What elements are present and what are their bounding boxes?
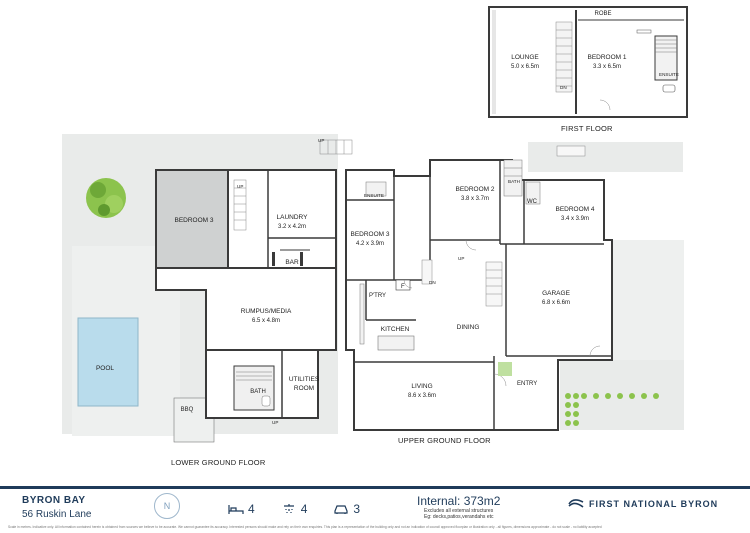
suburb-name: BYRON BAY — [22, 495, 86, 506]
disclaimer: Scale in metres. Indicative only. All in… — [8, 525, 602, 529]
entry-planter — [498, 362, 512, 376]
agency-logo-icon: N — [154, 493, 180, 519]
first-floor: ROBE LOUNGE 5.0 x 6.5m BEDROOM 1 3.3 x 6… — [488, 6, 688, 133]
carspace-count: 3 — [353, 502, 361, 516]
laundry-label: LAUNDRY — [277, 214, 309, 221]
wc-label: WC — [527, 199, 538, 205]
utilities-label: UTILITIES — [289, 376, 320, 383]
bedroom3-lower-label: BEDROOM 3 — [174, 217, 213, 224]
upper-floor-title: UPPER GROUND FLOOR — [398, 436, 491, 445]
bar-label: BAR — [285, 259, 299, 266]
upper-front-paving — [528, 142, 683, 172]
upper-ground-floor: ENSUITE BEDROOM 3 4.2 x 3.9m BEDROOM 2 3… — [345, 142, 684, 445]
first-floor-title: FIRST FLOOR — [561, 124, 613, 133]
bedroom4-size: 3.4 x 3.9m — [561, 216, 589, 222]
rumpus-label: RUMPUS/MEDIA — [241, 308, 292, 315]
garage-size: 6.8 x 6.6m — [542, 300, 570, 306]
bbq-label: BBQ — [181, 407, 194, 413]
bedroom4-label: BEDROOM 4 — [555, 206, 594, 213]
upper-wet-fixtures — [365, 159, 541, 205]
internal-area: Internal: 373m2 — [417, 494, 501, 508]
first-floor-balcony — [492, 10, 496, 114]
living-size: 8.6 x 3.6m — [408, 393, 436, 399]
shower-icon — [283, 504, 294, 513]
upper-dn-label: DN — [429, 280, 436, 285]
upper-stairs — [421, 145, 586, 307]
bedroom3-lower-room — [157, 171, 227, 267]
ensuite-first-label: ENSUITE — [659, 72, 679, 77]
property-stats: 4 4 3 — [228, 501, 382, 517]
rumpus-size: 6.5 x 4.8m — [252, 318, 280, 324]
area-exclusion-note: Excludes all external structures — [424, 508, 494, 514]
kitchen-bench — [359, 283, 365, 345]
pool — [77, 317, 139, 407]
entry-label: ENTRY — [517, 381, 537, 387]
agency-logo-letter: N — [163, 501, 171, 511]
upper-up-label: UP — [458, 256, 464, 261]
car-icon — [334, 505, 348, 514]
floor-plan: ROBE LOUNGE 5.0 x 6.5m BEDROOM 1 3.3 x 6… — [62, 6, 688, 467]
garden-tree — [86, 178, 126, 218]
kitchen-label: KITCHEN — [381, 326, 410, 333]
fridge-label: F — [401, 284, 405, 290]
lower-up-label-2: UP — [318, 138, 324, 143]
bedroom1-label: BEDROOM 1 — [587, 54, 626, 61]
street-address: 56 Ruskin Lane — [22, 509, 92, 520]
bedroom1-size: 3.3 x 6.5m — [593, 64, 621, 70]
bed-icon — [228, 505, 244, 514]
bedroom2-size: 3.8 x 3.7m — [461, 196, 489, 202]
bedroom3-upper-label: BEDROOM 3 — [350, 231, 389, 238]
driveway — [612, 240, 684, 360]
utilities-label-2: ROOM — [294, 385, 314, 392]
ensuite-first-room — [654, 35, 678, 81]
bedroom3-upper-size: 4.2 x 3.9m — [356, 241, 384, 247]
footer-bar: BYRON BAY 56 Ruskin Lane N 4 4 3 Interna… — [0, 486, 750, 533]
first-floor-stairs — [555, 21, 573, 93]
lower-up-label-3: UP — [272, 420, 278, 425]
ensuite-upper-label: ENSUITE — [364, 193, 384, 198]
bath-lower-label: BATH — [250, 389, 266, 395]
bedroom2-label: BEDROOM 2 — [455, 186, 494, 193]
fridge-space — [395, 279, 411, 291]
upper-doors — [403, 239, 601, 387]
kitchen-island — [377, 335, 415, 351]
garage-label: GARAGE — [542, 290, 570, 297]
first-floor-basin — [662, 84, 676, 93]
lower-ground-floor: BEDROOM 3 LAUNDRY 3.2 x 4.2m BAR RUMPUS/… — [62, 134, 353, 467]
living-label: LIVING — [411, 383, 432, 390]
upper-internal-walls — [346, 160, 612, 430]
dining-label: DINING — [457, 324, 480, 331]
robe-label: ROBE — [594, 11, 611, 17]
lower-floor-title: LOWER GROUND FLOOR — [171, 458, 266, 467]
bathroom-count: 4 — [300, 502, 308, 516]
lower-up-label-1: UP — [237, 184, 243, 189]
bedroom-count: 4 — [248, 502, 255, 516]
laundry-size: 3.2 x 4.2m — [278, 224, 306, 230]
first-floor-dn-label: DN — [560, 85, 567, 90]
pool-label: POOL — [96, 365, 114, 372]
lounge-size: 5.0 x 6.5m — [511, 64, 539, 70]
brand-logo-icon — [568, 499, 584, 508]
pantry-label: P'TRY — [369, 293, 386, 299]
lounge-label: LOUNGE — [511, 54, 539, 61]
bath-lower-fixtures — [236, 371, 272, 407]
first-floor-outline — [488, 6, 688, 118]
brand: FIRST NATIONAL BYRON — [568, 498, 718, 510]
lower-stairs — [233, 139, 353, 231]
area-exclusion-example: Eg: decks,patios,verandahs etc — [424, 514, 494, 520]
brand-name: FIRST NATIONAL BYRON — [589, 499, 719, 509]
bath-upper-label: BATH — [508, 179, 520, 184]
